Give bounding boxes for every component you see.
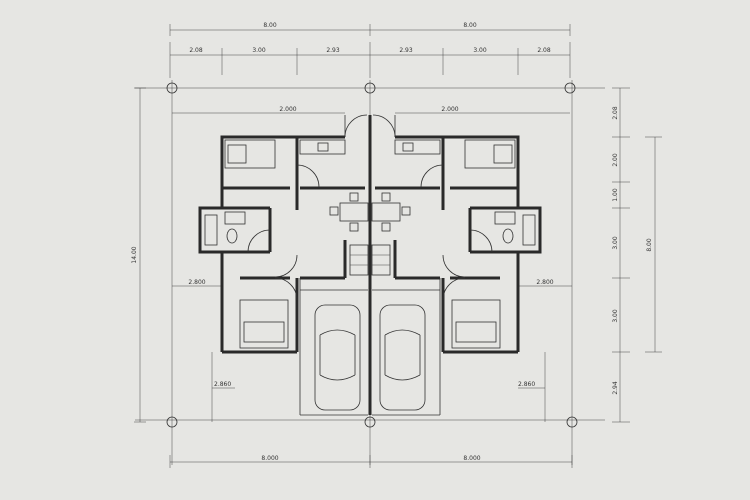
top-seg-5: 3.00 (473, 47, 487, 54)
right-seg-1: 2.08 (612, 106, 619, 120)
bottom-dim-right: 8.000 (463, 455, 480, 462)
car-right (379, 304, 426, 411)
bottom-dimension-chain: 8.000 8.000 (169, 455, 573, 468)
carport-left (299, 278, 368, 416)
bathroom-fixtures-right (494, 211, 536, 246)
dining-table-left (329, 192, 369, 232)
bed-top-left (224, 139, 276, 169)
grid-bubble (364, 82, 376, 94)
kitchen-counter-right (394, 139, 441, 155)
inner-dimensions: 2.000 2.000 2.800 2.800 2.860 2.860 (172, 106, 572, 422)
grid-bubble (564, 82, 576, 94)
car-left (314, 304, 361, 411)
grid-bubble (364, 416, 376, 428)
dining-table-right (371, 192, 411, 232)
inner-low-left: 2.860 (214, 381, 231, 388)
right-seg-3: 1.00 (612, 188, 619, 202)
top-overall-right: 8.00 (463, 22, 477, 29)
inner-low-right: 2.860 (518, 381, 535, 388)
inner-top-left: 2.000 (279, 106, 296, 113)
kitchen-counter-left (299, 139, 346, 155)
right-seg-4: 3.00 (612, 236, 619, 250)
right-seg-5: 3.00 (612, 309, 619, 323)
grid-bubble (166, 416, 178, 428)
grid-bubble (566, 416, 578, 428)
top-seg-3: 2.93 (326, 47, 340, 54)
storage-center (349, 244, 391, 276)
left-overall-dimension: 14.00 (131, 246, 138, 263)
grid-bubble (166, 82, 178, 94)
top-seg-1: 2.08 (189, 47, 203, 54)
right-seg-2: 2.00 (612, 153, 619, 167)
grid-axes (135, 80, 605, 465)
bottom-dim-left: 8.000 (261, 455, 278, 462)
top-seg-6: 2.08 (537, 47, 551, 54)
bathroom-fixtures-left (204, 211, 246, 246)
bed-top-right (464, 139, 516, 169)
carport-right (372, 278, 441, 416)
top-seg-2: 3.00 (252, 47, 266, 54)
top-overall-left: 8.00 (263, 22, 277, 29)
right-dimension-chain: 2.08 2.00 1.00 3.00 3.00 2.94 8.00 (612, 87, 662, 423)
walls-right-unit (372, 114, 542, 354)
walls-left-unit (198, 114, 368, 354)
right-inner-dimension: 8.00 (646, 238, 653, 252)
right-seg-6: 2.94 (612, 381, 619, 395)
door-swings (247, 164, 493, 301)
left-dimension: 14.00 (131, 87, 146, 423)
bed-bottom-right (451, 299, 501, 349)
bed-bottom-left (239, 299, 289, 349)
top-seg-4: 2.93 (399, 47, 413, 54)
inner-mid-right: 2.800 (536, 279, 553, 286)
inner-top-right: 2.000 (441, 106, 458, 113)
top-dimension-chain: 8.00 8.00 2.08 3.00 2.93 2.93 3.00 2.08 (169, 22, 571, 78)
inner-mid-left: 2.800 (188, 279, 205, 286)
